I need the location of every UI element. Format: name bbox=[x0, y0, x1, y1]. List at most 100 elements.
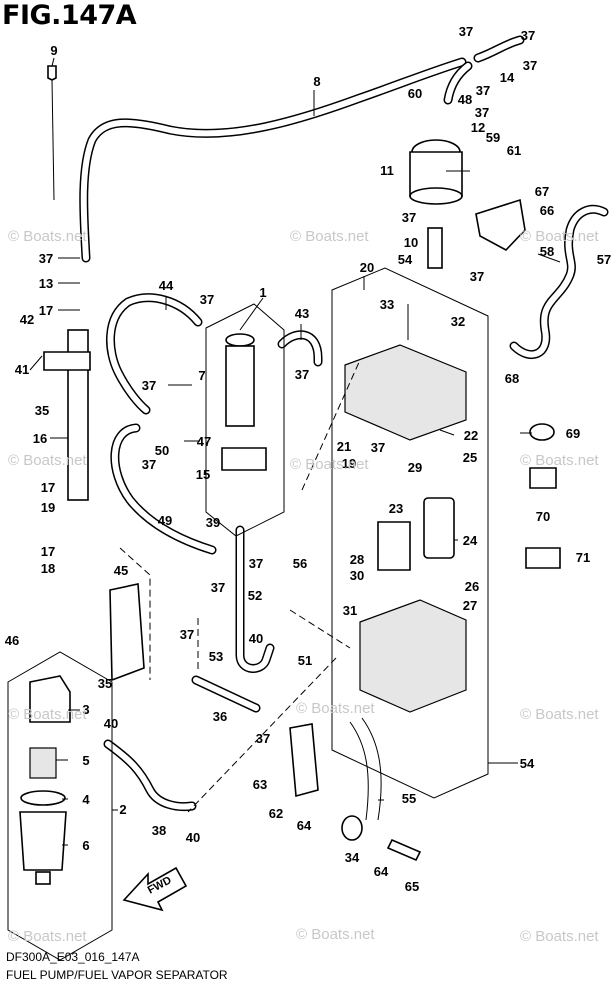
callout-47: 47 bbox=[197, 434, 211, 449]
watermark: © Boats.net bbox=[520, 228, 599, 245]
callout-27: 27 bbox=[463, 598, 477, 613]
callout-40: 40 bbox=[249, 631, 263, 646]
callout-37: 37 bbox=[371, 440, 385, 455]
callout-56: 56 bbox=[293, 556, 307, 571]
callout-2: 2 bbox=[119, 802, 126, 817]
callout-10: 10 bbox=[404, 235, 418, 250]
callout-66: 66 bbox=[540, 203, 554, 218]
callout-65: 65 bbox=[405, 879, 419, 894]
watermark: © Boats.net bbox=[296, 926, 375, 943]
callout-36: 36 bbox=[213, 709, 227, 724]
callout-64: 64 bbox=[374, 864, 389, 879]
callout-44: 44 bbox=[159, 278, 174, 293]
callout-13: 13 bbox=[39, 276, 53, 291]
callout-52: 52 bbox=[248, 588, 262, 603]
callout-50: 50 bbox=[155, 443, 169, 458]
callout-37: 37 bbox=[523, 58, 537, 73]
cable-tie-9 bbox=[47, 65, 57, 201]
callout-60: 60 bbox=[408, 86, 422, 101]
watermark: © Boats.net bbox=[520, 452, 599, 469]
callout-46: 46 bbox=[5, 633, 19, 648]
hose-43 bbox=[277, 330, 323, 367]
callout-58: 58 bbox=[540, 244, 554, 259]
callout-38: 38 bbox=[152, 823, 166, 838]
callout-33: 33 bbox=[380, 297, 394, 312]
callout-35: 35 bbox=[98, 676, 112, 691]
fuel-hose-8 bbox=[79, 57, 467, 263]
fuel-pump-1 bbox=[205, 303, 285, 537]
callout-24: 24 bbox=[463, 533, 478, 548]
callout-40: 40 bbox=[104, 716, 118, 731]
callout-22: 22 bbox=[464, 428, 478, 443]
callout-20: 20 bbox=[360, 260, 374, 275]
guide-lines bbox=[119, 359, 361, 813]
callout-19: 19 bbox=[41, 500, 55, 515]
callout-37: 37 bbox=[249, 556, 263, 571]
callout-37: 37 bbox=[521, 28, 535, 43]
callout-30: 30 bbox=[350, 568, 364, 583]
watermark: © Boats.net bbox=[520, 928, 599, 945]
callout-35: 35 bbox=[35, 403, 49, 418]
watermark: © Boats.net bbox=[8, 452, 87, 469]
callout-37: 37 bbox=[475, 105, 489, 120]
callout-37: 37 bbox=[211, 580, 225, 595]
filter-housing-11 bbox=[409, 139, 463, 269]
callout-57: 57 bbox=[597, 252, 611, 267]
callout-18: 18 bbox=[41, 561, 55, 576]
callout-51: 51 bbox=[298, 653, 312, 668]
callout-25: 25 bbox=[463, 450, 477, 465]
watermark: © Boats.net bbox=[290, 228, 369, 245]
callout-19: 19 bbox=[342, 456, 356, 471]
fuel-filter-assembly bbox=[7, 651, 113, 961]
callout-34: 34 bbox=[345, 850, 360, 865]
hose-44 bbox=[106, 293, 203, 415]
watermark: © Boats.net bbox=[290, 456, 369, 473]
callout-43: 43 bbox=[295, 306, 309, 321]
callout-37: 37 bbox=[142, 457, 156, 472]
callout-54: 54 bbox=[520, 756, 535, 771]
watermark: © Boats.net bbox=[296, 700, 375, 717]
hose-53 bbox=[235, 525, 275, 673]
callout-37: 37 bbox=[39, 251, 53, 266]
figure-title: FIG.147A bbox=[2, 0, 137, 31]
callout-61: 61 bbox=[507, 143, 521, 158]
callout-6: 6 bbox=[82, 838, 89, 853]
callout-37: 37 bbox=[142, 378, 156, 393]
callout-70: 70 bbox=[536, 509, 550, 524]
callout-37: 37 bbox=[459, 24, 473, 39]
grommet-34 bbox=[341, 815, 363, 841]
callout-29: 29 bbox=[408, 460, 422, 475]
callout-31: 31 bbox=[343, 603, 357, 618]
callout-68: 68 bbox=[505, 371, 519, 386]
callout-71: 71 bbox=[576, 550, 590, 565]
callout-48: 48 bbox=[458, 92, 472, 107]
callout-28: 28 bbox=[350, 552, 364, 567]
callout-21: 21 bbox=[337, 439, 351, 454]
hose-58 bbox=[509, 204, 609, 360]
watermark: © Boats.net bbox=[520, 706, 599, 723]
callout-4: 4 bbox=[82, 792, 90, 807]
callout-37: 37 bbox=[180, 627, 194, 642]
hose-55 bbox=[349, 717, 382, 821]
callout-62: 62 bbox=[269, 806, 283, 821]
callout-39: 39 bbox=[206, 515, 220, 530]
fwd-arrow: FWD bbox=[122, 866, 188, 912]
callout-49: 49 bbox=[158, 513, 172, 528]
callout-16: 16 bbox=[33, 431, 47, 446]
callout-55: 55 bbox=[402, 791, 416, 806]
bracket-45 bbox=[109, 583, 145, 682]
callout-17: 17 bbox=[41, 480, 55, 495]
callout-64: 64 bbox=[297, 818, 312, 833]
callout-11: 11 bbox=[380, 163, 394, 178]
callout-15: 15 bbox=[196, 467, 210, 482]
callout-labels: 9 8 37 37 14 37 48 37 60 37 12 59 61 11 … bbox=[5, 24, 611, 894]
callout-1: 1 bbox=[259, 285, 266, 300]
callout-23: 23 bbox=[389, 501, 403, 516]
callout-37: 37 bbox=[200, 292, 214, 307]
callout-59: 59 bbox=[486, 130, 500, 145]
callout-54: 54 bbox=[398, 252, 413, 267]
bracket-66 bbox=[475, 198, 526, 251]
callout-37: 37 bbox=[476, 83, 490, 98]
callout-26: 26 bbox=[465, 579, 479, 594]
